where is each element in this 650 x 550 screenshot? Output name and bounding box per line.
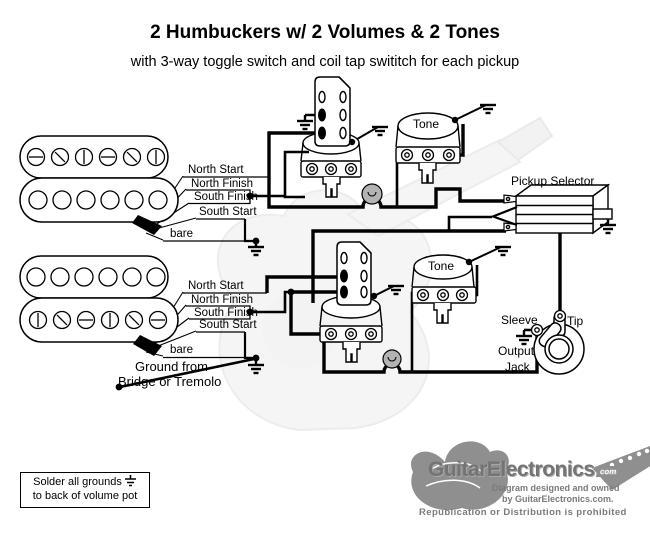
pot-shaft <box>342 342 361 363</box>
pot-shaft <box>418 163 437 184</box>
note-line2: to back of volume pot <box>32 490 138 503</box>
tremolo-ground-label-line1: Ground from <box>135 359 208 374</box>
tremolo-ground-label-line2: Bridge or Tremolo <box>118 374 222 389</box>
ground-tone1 <box>478 103 498 115</box>
ground-icon <box>124 475 136 487</box>
bridge-lead-exit <box>133 335 162 356</box>
coil-tap-switch-bridge <box>336 241 372 306</box>
tone1-label: Tone <box>413 117 440 131</box>
output-jack <box>530 309 585 375</box>
selector-middle-lug <box>489 205 518 227</box>
pickup-selector-label: Pickup Selector <box>511 174 595 188</box>
ground-neck-pot <box>370 125 390 137</box>
logo-brand-text: GuitarElectronics <box>428 458 595 481</box>
logo-owned-line1: Diagram designed and owned <box>492 483 620 493</box>
logo-guitar-body <box>411 441 509 511</box>
jack-tip-lug <box>553 309 567 323</box>
wire-tremolo-ground <box>119 357 255 389</box>
pot-shaft <box>322 177 341 198</box>
jack-sleeve-label: Sleeve <box>501 313 538 327</box>
bridge-wire-label-north-finish: North Finish <box>191 294 253 306</box>
note-line1: Solder all grounds <box>33 476 122 488</box>
tone2-label: Tone <box>428 259 455 273</box>
ground-jack-sleeve <box>514 328 534 346</box>
bridge-humbucker <box>19 255 179 356</box>
wire-neck-coiltap <box>283 150 309 199</box>
bridge-wire-label-south-finish: South Finish <box>194 307 258 319</box>
wire-bridge-northstart <box>265 275 344 293</box>
wire-selector-mid-lug <box>447 215 492 231</box>
neck-lead-exit <box>132 215 162 235</box>
neck-wire-label-north-start: North Start <box>188 164 244 176</box>
bridge-wire-label-north-start: North Start <box>188 280 244 292</box>
tone-pot-neck <box>395 112 461 184</box>
coil-tap-switch-neck <box>314 76 351 147</box>
grounding-note-box: Solder all grounds to back of volume pot <box>20 472 150 508</box>
logo-prohibited-line: Republication or Distribution is prohibi… <box>419 507 627 518</box>
solder-blob-neck <box>361 183 383 205</box>
pot-shaft <box>433 303 452 324</box>
logo-tld-flag: com <box>595 466 621 477</box>
jack-tip-label: Tip <box>567 314 584 328</box>
bridge-wire-label-bare: bare <box>170 344 194 356</box>
page-subtitle: with 3-way toggle switch and coil tap sw… <box>130 54 520 70</box>
ground-neck-switch <box>295 113 315 131</box>
ground-tone2 <box>493 245 513 257</box>
neck-humbucker <box>19 135 179 235</box>
bridge-wire-label-south-start: South Start <box>199 319 257 331</box>
pickup-selector-switch <box>489 183 613 235</box>
neck-wire-label-north-finish: North Finish <box>191 178 253 190</box>
neck-wire-label-bare: bare <box>170 228 194 240</box>
solder-blob-bridge <box>382 349 402 369</box>
junction-dots <box>115 116 473 391</box>
page-title: 2 Humbuckers w/ 2 Volumes & 2 Tones <box>150 22 500 43</box>
wire-bridge-hot <box>311 229 506 303</box>
neck-wire-label-south-start: South Start <box>199 206 257 218</box>
output-jack-label-line2: Jack <box>505 360 530 374</box>
neck-wire-label-south-finish: South Finish <box>194 191 258 203</box>
wire-bridge-coiltap <box>289 290 344 336</box>
logo-owned-line2: by GuitarElectronics.com. <box>502 494 614 504</box>
output-jack-label-line1: Output <box>498 344 535 358</box>
tone-pot-bridge <box>411 254 477 324</box>
